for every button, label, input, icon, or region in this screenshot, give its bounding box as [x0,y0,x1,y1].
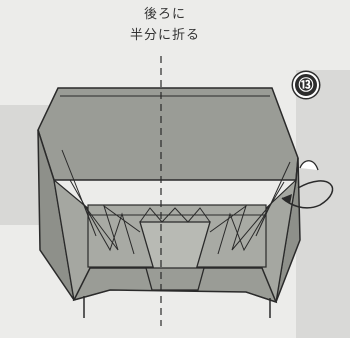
model-body [38,88,298,180]
center-lower-panel [146,268,204,290]
step-number-badge: ⑬ [293,72,319,98]
arrow-hood-icon [300,161,318,170]
